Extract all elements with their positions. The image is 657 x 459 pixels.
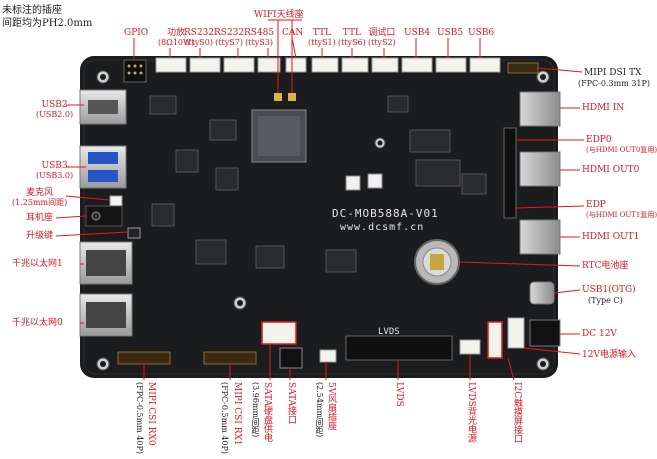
upgrade-button: [127, 227, 141, 239]
ttl6-connector: [341, 57, 369, 73]
label-rtc: RTC电池座: [582, 261, 629, 271]
label-ttl6: TTL (ttyS6): [338, 28, 366, 47]
label-csi1-sub: (FPC-0.5mm 40P): [220, 382, 229, 454]
label-usb3: USB3 (USB3.0): [36, 161, 74, 180]
sata-connector: [279, 347, 303, 369]
csi-rx0-fpc: [117, 351, 171, 365]
rs485-connector: [257, 57, 281, 73]
12v-input: [507, 317, 525, 349]
label-edp: EDP (与HDMI OUT1复用): [586, 200, 657, 219]
hdmi-out1-port: [519, 219, 561, 255]
label-csi0-sub: (FPC-0.5mm 40P): [135, 382, 144, 454]
label-mic: 麦克风 (1.25mm间距): [12, 188, 68, 207]
label-edp0: EDP0 (与HDMI OUT0复用): [586, 135, 657, 154]
usb6-connector: [469, 57, 501, 73]
label-gpio: GPIO: [124, 28, 149, 38]
edp0-header: [503, 127, 517, 219]
label-amp: 功放 (8Ω10W): [158, 28, 195, 47]
label-mipi-dsi: MIPI DSI TX: [584, 68, 642, 78]
amp-connector: [155, 57, 187, 73]
label-debug: 调试口 (ttyS2): [368, 28, 396, 47]
label-usb4: USB4: [404, 28, 431, 38]
board-url: www.dcsmf.cn: [340, 222, 425, 233]
rtc-battery-holder: [414, 239, 460, 285]
label-csi0: MIPI CSI RX0: [146, 382, 156, 446]
label-eth1: 千兆以太网1: [12, 259, 63, 269]
lvds-silk: LVDS: [378, 327, 400, 337]
rs232-7-connector: [223, 57, 255, 73]
label-sata-power: SATA硬盘供电: [262, 382, 272, 443]
dc-jack: [529, 319, 561, 347]
pointer-lines: [55, 19, 585, 381]
label-csi1: MIPI CSI RX1: [232, 382, 242, 446]
label-mipi-dsi-sub: (FPC-0.3mm 31P): [578, 79, 650, 88]
label-ttl1: TTL (ttyS1): [308, 28, 336, 47]
hdmi-in-port: [519, 91, 561, 127]
usb5-connector: [435, 57, 467, 73]
debug-connector: [371, 57, 399, 73]
label-earphone: 耳机座: [26, 213, 54, 223]
mipi-dsi-fpc: [507, 62, 539, 74]
top-connectors: [123, 57, 539, 101]
fan-connector: [319, 349, 337, 363]
mounting-holes: [96, 70, 550, 371]
label-can: CAN: [282, 28, 304, 38]
usb1-typec-port: [529, 281, 555, 305]
label-rs485: RS485 (ttyS3): [244, 28, 275, 47]
left-connectors: [79, 89, 141, 337]
rs232-0-connector: [189, 57, 221, 73]
can-connector: [285, 57, 307, 73]
label-dc: DC 12V: [582, 329, 617, 339]
lvds-backlight-connector: [459, 339, 481, 355]
label-rs232-0: RS232 (ttyS0): [184, 28, 215, 47]
right-connectors: [503, 91, 561, 349]
label-rs232-7: RS232 (ttyS7): [214, 28, 245, 47]
chips: [149, 95, 487, 273]
csi-rx1-fpc: [203, 351, 257, 365]
label-sata-power-sub: (3.96mm间距): [251, 382, 260, 438]
ttl1-connector: [311, 57, 339, 73]
hdmi-out0-port: [519, 151, 561, 187]
mic-connector: [109, 195, 123, 207]
label-12v-input: 12V电源输入: [582, 350, 636, 360]
usb4-connector: [401, 57, 433, 73]
label-hdmi-out1: HDMI OUT1: [582, 232, 640, 242]
label-hdmi-out0: HDMI OUT0: [582, 165, 640, 175]
label-upgrade: 升级键: [26, 231, 54, 241]
lvds-header: [345, 335, 453, 361]
spacing-note: 未标注的插座 间距均为PH2.0mm: [2, 5, 93, 29]
label-usb5: USB5: [437, 28, 464, 38]
label-hdmi-in: HDMI IN: [582, 103, 625, 113]
label-usb6: USB6: [468, 28, 495, 38]
board-model: DC-MOB588A-V01: [332, 207, 439, 220]
label-i2c-touch: I2C触摸屏接口: [512, 382, 522, 444]
label-lvds-backlight: LVDS背光电源: [466, 382, 476, 443]
earphone-jack: [85, 205, 123, 227]
label-usb1: USB1(OTG): [582, 285, 636, 295]
bottom-connectors: [117, 321, 503, 369]
label-sata: SATA接口: [286, 382, 296, 425]
label-fan-sub: (2.54mm间距): [315, 382, 324, 438]
sata-power-connector: [261, 321, 297, 345]
label-eth0: 千兆以太网0: [12, 318, 63, 328]
gpio-header: [123, 59, 147, 83]
label-lvds: LVDS: [394, 382, 404, 407]
label-wifi: WIFI天线座: [254, 10, 304, 20]
label-usb2: USB2 (USB2.0): [36, 100, 74, 119]
label-usb1-sub: (Type C): [588, 296, 623, 305]
highlight-boxes: [261, 321, 503, 359]
i2c-touch-connector: [487, 321, 503, 359]
label-fan: 5V风扇插座: [326, 382, 336, 431]
